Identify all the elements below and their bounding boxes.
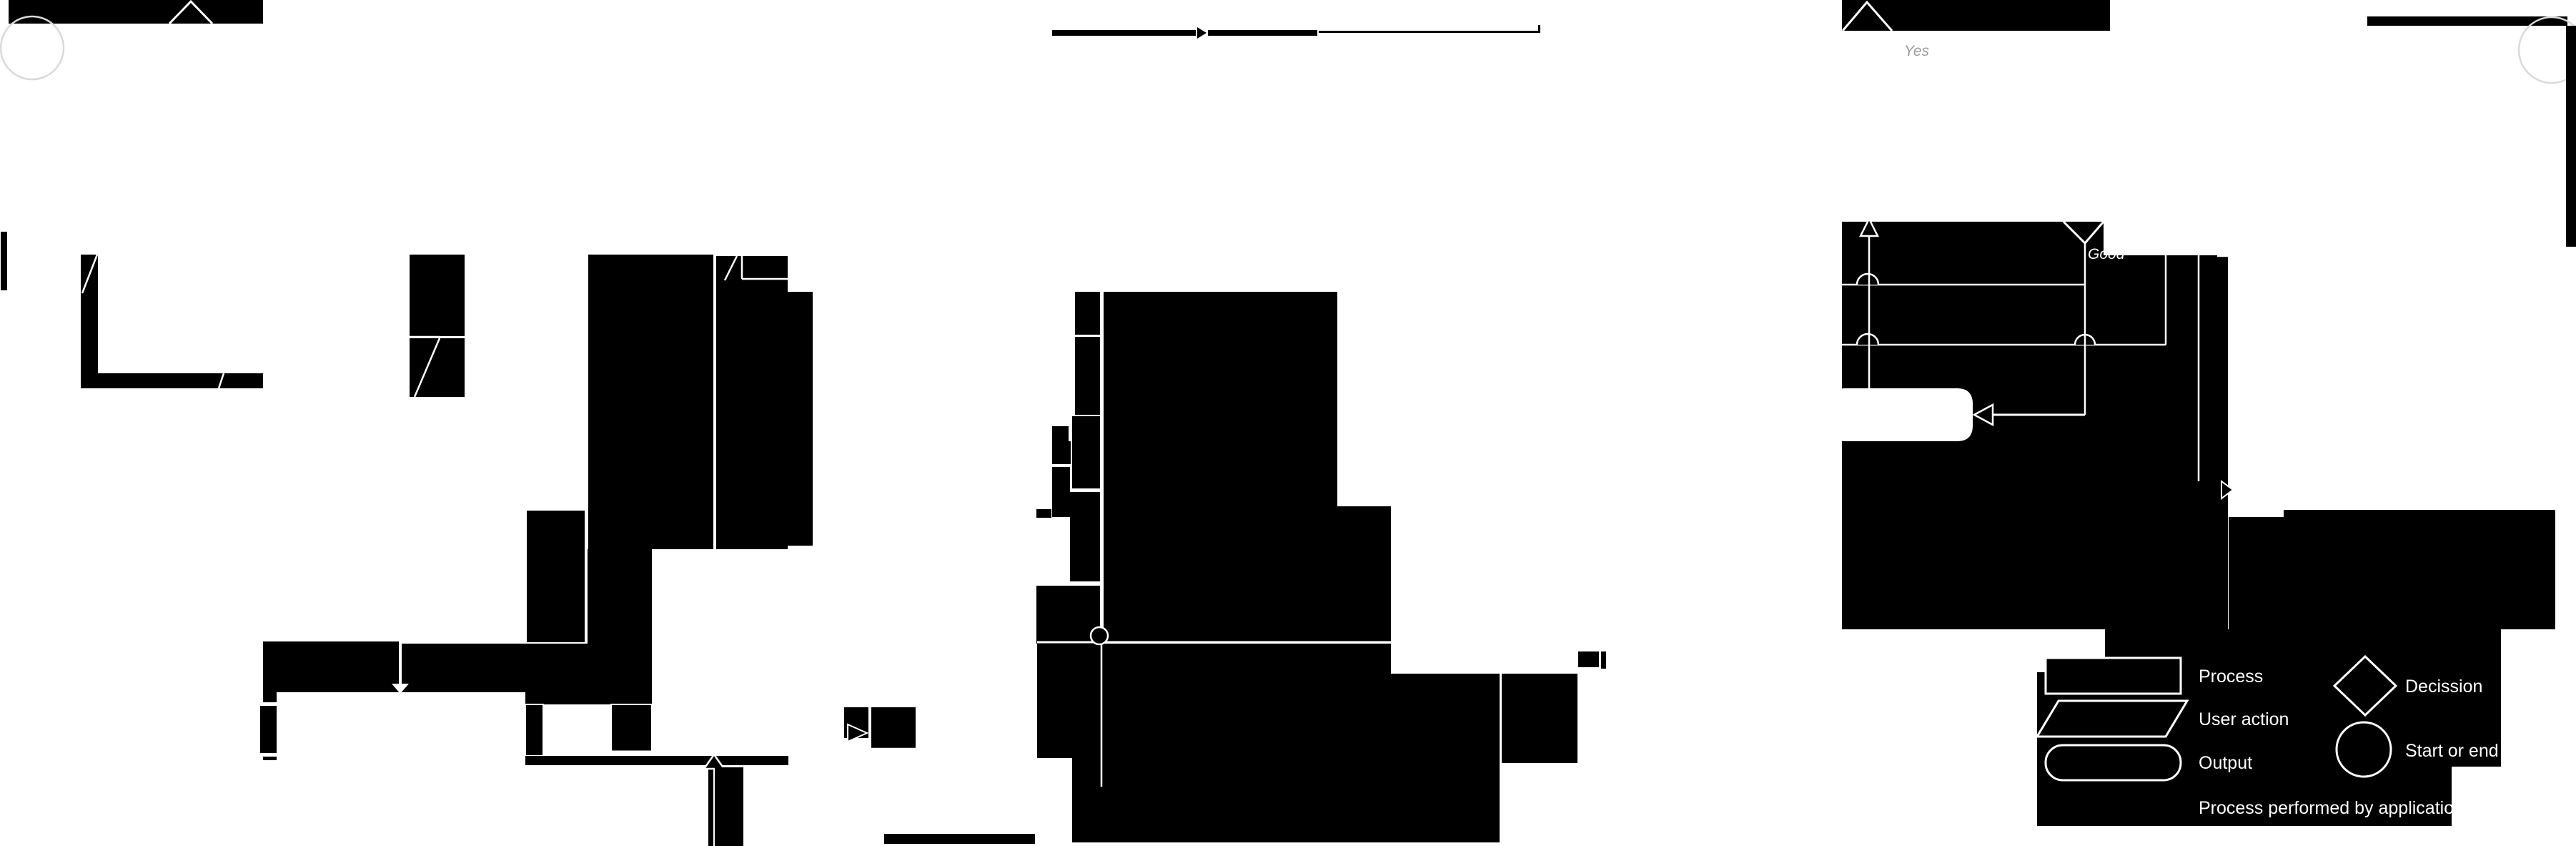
connector-diagonal	[723, 255, 738, 281]
flow-block	[1578, 651, 1599, 667]
flow-block	[1070, 492, 1100, 581]
process-cluster	[2229, 517, 2284, 629]
arrow-up-icon	[702, 752, 726, 770]
right-flow-group: Good	[1840, 217, 2234, 629]
legend: Process User action Output Process perfo…	[2035, 654, 2499, 825]
flow-block	[410, 255, 465, 336]
flow-block	[1052, 441, 1071, 464]
flow-block	[0, 230, 9, 292]
flow-block	[1075, 292, 1100, 335]
legend-label-process: Process	[2199, 667, 2263, 687]
process-cluster	[1037, 674, 1500, 842]
process-column	[525, 509, 586, 644]
flow-block	[1036, 509, 1051, 518]
arrow-right-icon	[847, 723, 869, 743]
start-circle-icon	[0, 15, 65, 81]
center-cluster-group	[1035, 292, 1606, 846]
legend-output-icon	[2044, 744, 2182, 782]
cluster-notch	[2104, 222, 2228, 255]
process-cluster	[2284, 510, 2555, 629]
legend-decision-icon	[2332, 654, 2398, 717]
top-left-bar	[9, 0, 263, 24]
process-cluster	[1037, 644, 1391, 674]
legend-label-app-process: Process performed by application	[2199, 798, 2464, 818]
legend-user-action-icon	[2035, 699, 2189, 738]
arrow-shaft	[708, 767, 713, 846]
legend-label-start-end: Start or end	[2405, 741, 2499, 761]
flow-block	[1502, 674, 1577, 763]
flow-block	[715, 767, 743, 846]
flow-block	[1601, 651, 1606, 669]
process-column	[588, 255, 713, 549]
connector-strip	[884, 834, 1051, 844]
bottom-left-group	[260, 641, 1051, 846]
arrow-up-icon	[1858, 217, 1880, 237]
process-cluster	[1104, 292, 1337, 506]
connector-strip	[525, 756, 788, 765]
arrow-right-icon	[2221, 480, 2234, 500]
twin-columns-group	[525, 255, 813, 704]
legend-label-decision: Decission	[2405, 677, 2482, 697]
left-flow-group	[0, 230, 465, 398]
flow-block	[81, 373, 263, 388]
legend-process-icon	[2044, 656, 2182, 695]
decision-diamond-top-icon	[1841, 0, 1893, 31]
flow-block	[1052, 467, 1070, 517]
flow-block	[263, 692, 277, 702]
flow-block	[1036, 586, 1100, 644]
legend-label-output: Output	[2199, 753, 2252, 773]
parallelogram-edge	[217, 373, 225, 389]
parallelogram-edge	[81, 254, 99, 294]
top-center-bar	[1842, 0, 2110, 31]
legend-label-user-action: User action	[2199, 709, 2289, 729]
process-cluster	[1104, 506, 1391, 642]
flow-block	[260, 706, 277, 753]
process-block	[402, 644, 535, 692]
connector-thick-right	[1208, 30, 1317, 36]
flow-block	[610, 704, 653, 754]
flow-block	[871, 707, 916, 749]
connector-thin	[1319, 31, 1540, 33]
flow-block	[1075, 337, 1100, 415]
cluster-notch	[1035, 758, 1072, 846]
flow-block	[1072, 416, 1100, 488]
arrow-right-icon	[1197, 27, 1207, 39]
flow-block	[1052, 426, 1069, 441]
line-jump-arc	[1856, 272, 1880, 285]
output-node	[1840, 388, 1973, 441]
parallelogram-edge	[413, 338, 441, 398]
process-column	[716, 256, 788, 549]
yes-label: Yes	[1904, 43, 1930, 59]
line-jump-arc	[1089, 626, 1109, 646]
arrow-left-icon	[1972, 403, 1994, 427]
arrow-down-icon	[392, 684, 409, 694]
flow-block	[263, 757, 277, 760]
connector-thick-left	[1052, 30, 1196, 36]
connector-hook	[1538, 25, 1540, 32]
line-jump-arc	[1856, 333, 1880, 345]
top-row: Yes	[0, 0, 2576, 247]
column-step	[788, 292, 813, 546]
flow-block	[525, 704, 544, 757]
right-edge-column	[2566, 26, 2576, 247]
junction-block	[525, 644, 652, 704]
good-label: Good	[2088, 246, 2126, 262]
legend-start-end-icon	[2335, 721, 2392, 778]
top-right-bar	[2367, 16, 2567, 26]
legend-app-process-icon	[2046, 790, 2179, 825]
process-block	[263, 641, 399, 692]
decision-diamond-top-icon	[168, 0, 214, 25]
end-circle-icon	[2517, 16, 2576, 84]
